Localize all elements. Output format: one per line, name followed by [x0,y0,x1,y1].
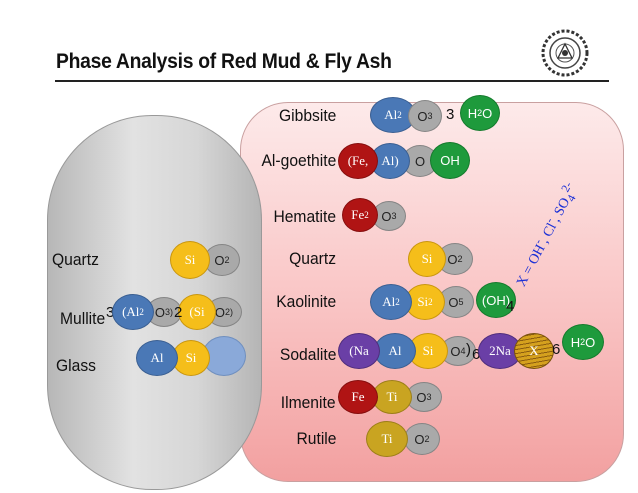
mullite-label: Mullite [60,309,106,328]
glass-si-ball: Si [172,340,210,376]
glass-al-ball: Al [136,340,178,376]
rutile-label: Rutile [296,429,336,448]
kaolinite-oh-ball: (OH) [476,282,516,318]
fly-ash-quartz-si-ball: Si [170,241,210,279]
sodalite-coefficient-6: 6 [472,346,481,363]
glass-label: Glass [56,356,96,375]
al-goethite-label: Al-goethite [261,151,336,170]
gibbsite-coefficient: 3 [446,106,455,123]
red-mud-quartz-si-ball: Si [408,241,446,277]
gibbsite-label: Gibbsite [278,106,336,125]
mullite-si-ball: (Si [178,294,216,330]
al-goethite-oh-ball: OH [430,142,470,179]
page-title: Phase Analysis of Red Mud & Fly Ash [56,50,392,73]
sodalite-na-ball: (Na [338,333,380,369]
red-mud-quartz-label: Quartz [289,249,336,268]
kaolinite-oh-count: 4 [506,298,515,315]
al-goethite-fe-ball: (Fe, [338,143,378,179]
sodalite-label: Sodalite [279,345,336,364]
ilmenite-label: Ilmenite [281,393,336,412]
mullite-coefficient-3: 3 [106,304,115,321]
fly-ash-quartz-label: Quartz [52,250,99,269]
rutile-ti-ball: Ti [366,421,408,457]
sodalite-x-ball: X [514,333,554,369]
sodalite-coefficient-6b: 6 [552,341,561,358]
kaolinite-label: Kaolinite [275,292,336,311]
hematite-label: Hematite [273,207,336,226]
sodalite-al-ball: Al [374,333,416,369]
sodalite-close-paren: ) [466,341,471,358]
ilmenite-ti-ball: Ti [372,380,412,414]
mullite-coefficient-2: 2 [174,304,183,321]
institute-emblem-icon [541,29,589,77]
title-underline [55,80,609,82]
ilmenite-fe-ball: Fe [338,380,378,414]
